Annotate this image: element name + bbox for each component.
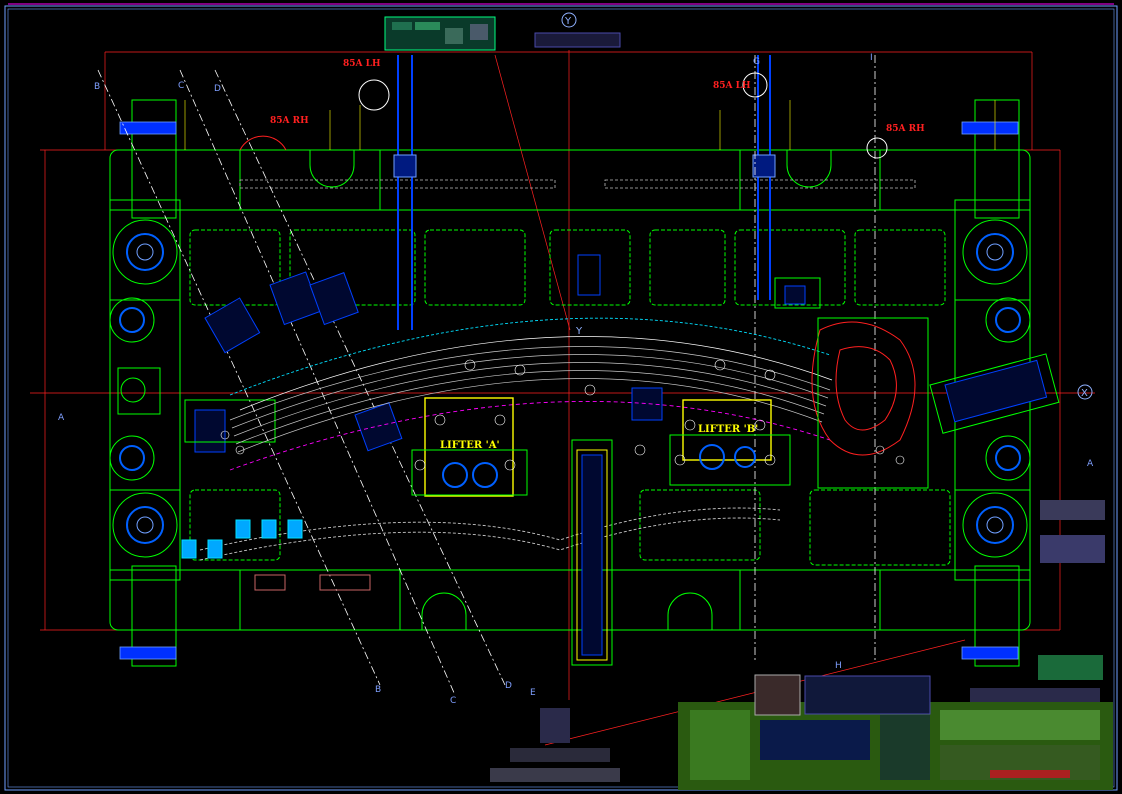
left-lower-pilots (181, 519, 303, 559)
bolt-holes (220, 359, 905, 471)
top-center-note (534, 32, 621, 48)
section-mark-top-c: C (178, 81, 184, 91)
side-note-block (1040, 500, 1105, 563)
section-mark-bottom-h: H (835, 661, 842, 671)
svg-text:Y: Y (564, 16, 572, 27)
section-mark-top-d: D (214, 84, 221, 94)
title-block-top (384, 16, 496, 51)
center-slide (571, 254, 613, 666)
angle-label-right: 85A RH (886, 124, 925, 134)
section-mark-bottom-e: E (530, 688, 536, 698)
part-trim-lines (199, 317, 831, 561)
sheet-part-profile (229, 336, 833, 453)
section-mark-bottom-b: B (375, 685, 381, 695)
guide-posts (131, 99, 1020, 667)
section-lines (97, 55, 876, 696)
y-axis-mid-marker: Y (575, 326, 583, 337)
svg-text:X: X (1081, 388, 1088, 399)
cam-driver-heads (393, 154, 776, 178)
red-dimension-lines (30, 50, 1095, 746)
section-mark-right-a: A (1087, 459, 1094, 469)
bottom-note-block (490, 708, 620, 782)
brown-blocks (254, 574, 371, 591)
angle-label-top-left: 85A LH (343, 59, 381, 69)
section-mark-left-a: A (58, 413, 65, 423)
right-trim-cluster (811, 317, 929, 489)
cam-drivers (397, 55, 771, 330)
revision-block (754, 655, 1103, 716)
section-mark-bottom-c: C (450, 696, 456, 706)
dimension-ticks (184, 100, 996, 150)
section-mark-top-i: I (870, 53, 873, 63)
lifter-a-label: LIFTER 'A' (440, 440, 500, 451)
y-axis-top-marker: Y (561, 12, 577, 28)
left-block (117, 367, 161, 415)
title-block-bottom-right (678, 702, 1113, 790)
lifter-b-block (669, 399, 791, 486)
guide-post-caps (119, 121, 1019, 660)
angle-markers (239, 72, 888, 159)
drawing-border (4, 5, 1118, 791)
x-axis-marker: X (1077, 384, 1093, 400)
die-shoe-outline (109, 149, 1031, 631)
lifter-a-block (411, 397, 528, 497)
section-mark-top-g: G (753, 57, 760, 67)
section-mark-top-b: B (94, 82, 100, 92)
guide-bushings (109, 219, 1031, 558)
section-mark-bottom-d: D (505, 681, 512, 691)
left-cam-units (184, 271, 403, 453)
right-cam-units (631, 277, 1060, 434)
angle-label-left: 85A RH (270, 116, 309, 126)
lifter-b-label: LIFTER 'B' (698, 424, 758, 435)
angle-label-top-right: 85A LH (713, 81, 751, 91)
drawing-inner-border (7, 8, 1115, 788)
